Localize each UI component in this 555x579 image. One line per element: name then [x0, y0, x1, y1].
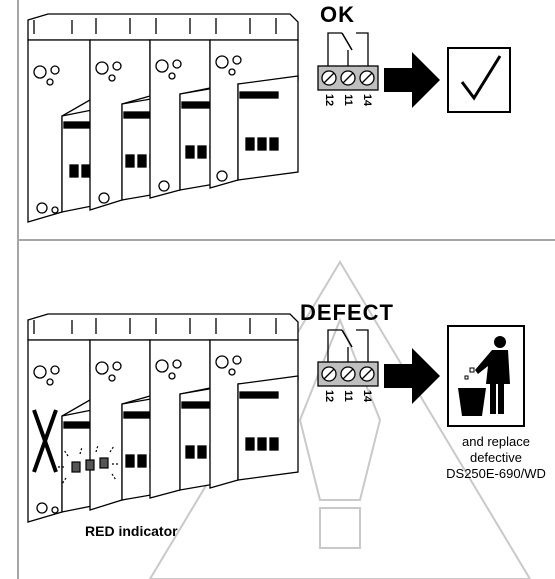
product-code: DS250E-690/WD — [446, 466, 546, 481]
replace-instruction: and replace defective DS250E-690/WD — [440, 434, 552, 482]
panel-frame-ok — [17, 0, 555, 241]
terminal-number: 11 — [342, 94, 354, 106]
status-label-ok: OK — [320, 2, 355, 27]
replace-instruction-line: defective — [469, 450, 523, 465]
terminal-number: 11 — [342, 390, 354, 402]
arrow-right-icon — [384, 348, 440, 404]
replace-instruction-line: and replace — [462, 434, 530, 449]
red-indicator-blink-icon — [58, 444, 118, 485]
arrow-right-icon — [384, 52, 440, 108]
trash-bin-person-icon — [447, 325, 525, 427]
terminal-number: 14 — [361, 389, 373, 403]
terminal-number: 12 — [323, 389, 335, 403]
surge-protector-device — [27, 13, 299, 223]
check-mark-icon — [447, 47, 511, 113]
terminal-number: 14 — [361, 93, 373, 107]
red-indicator-label: RED indicator — [85, 523, 178, 539]
surge-protector-device-defect — [27, 313, 299, 523]
terminal-number: 12 — [323, 93, 335, 107]
terminal-block-defect — [317, 329, 379, 387]
terminal-block-ok — [317, 32, 379, 91]
status-label-defect: DEFECT — [300, 300, 394, 325]
cross-mark-icon — [32, 409, 58, 473]
